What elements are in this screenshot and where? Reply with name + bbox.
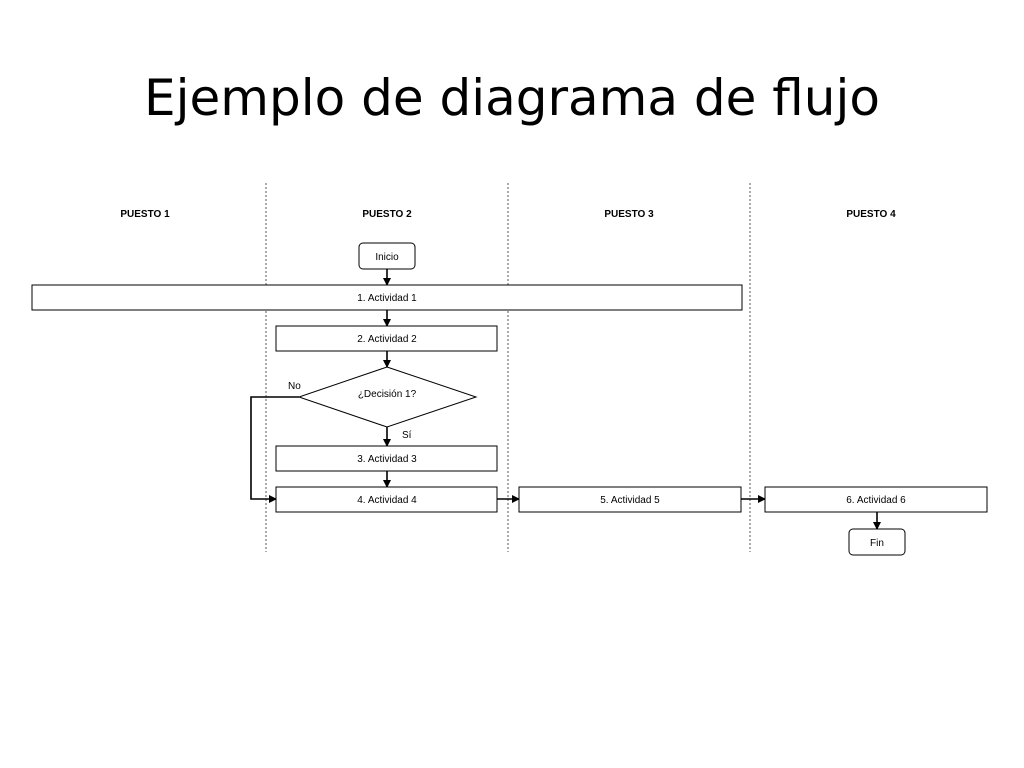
activity6-label: 6. Actividad 6 — [846, 495, 906, 506]
activity3-box — [275, 445, 498, 472]
decision1-label: ¿Decisión 1? — [358, 389, 417, 400]
decision-no-label: No — [288, 381, 301, 392]
start-node-label: Inicio — [375, 252, 399, 263]
activity3-label: 3. Actividad 3 — [357, 454, 417, 465]
activity1-label: 1. Actividad 1 — [357, 293, 417, 304]
slide-title: Ejemplo de diagrama de flujo — [144, 69, 880, 127]
activity6-box — [764, 486, 988, 513]
activity2-label: 2. Actividad 2 — [357, 334, 417, 345]
activity2-box — [275, 325, 498, 352]
activity5-label: 5. Actividad 5 — [600, 495, 660, 506]
activity4-label: 4. Actividad 4 — [357, 495, 417, 506]
end-node — [848, 528, 906, 556]
lane-header-puesto-3: PUESTO 3 — [604, 209, 654, 220]
lane-header-puesto-1: PUESTO 1 — [120, 209, 170, 220]
lane-header-puesto-4: PUESTO 4 — [846, 209, 896, 220]
end-node-label: Fin — [870, 538, 884, 549]
connector-decision-no-to-activity4 — [250, 396, 299, 503]
lane-header-puesto-2: PUESTO 2 — [362, 209, 412, 220]
decision-yes-label: Sí — [402, 430, 412, 441]
activity1-box — [31, 284, 743, 311]
